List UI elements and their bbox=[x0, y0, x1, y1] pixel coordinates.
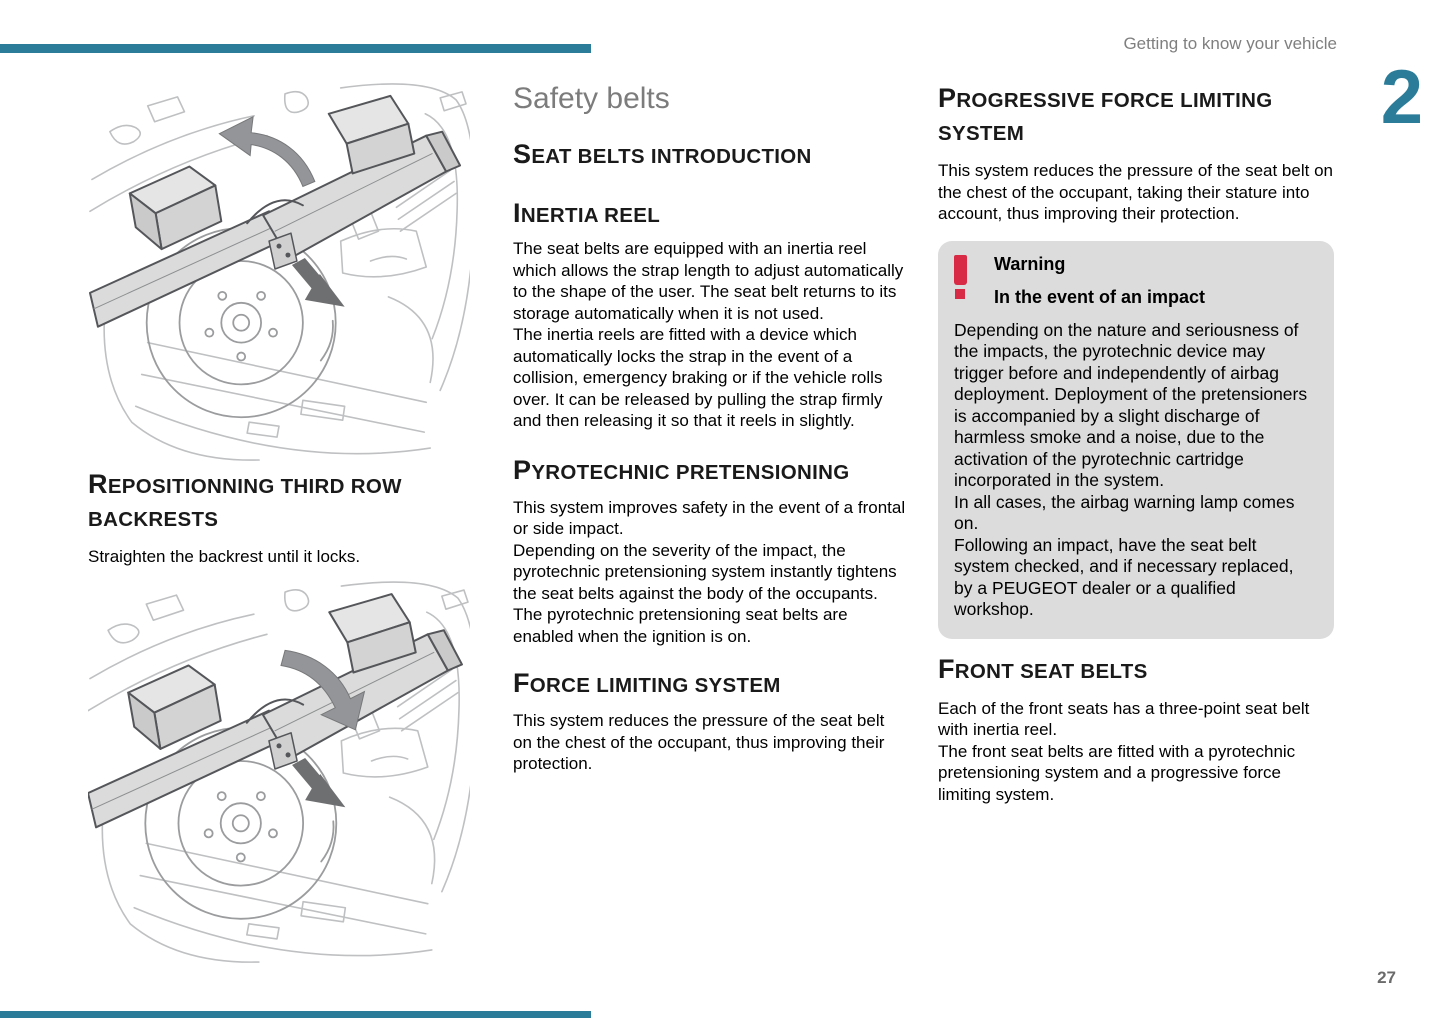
pyro-paragraph: This system improves safety in the event… bbox=[513, 497, 906, 539]
bottom-accent-bar bbox=[0, 1011, 591, 1018]
warning-paragraph: Following an impact, have the seat belt … bbox=[954, 534, 1294, 620]
middle-column: Safety belts Seat belts introduction Ine… bbox=[513, 82, 907, 775]
front-paragraph: Each of the front seats has a three-poin… bbox=[938, 698, 1310, 740]
warning-paragraph: Depending on the nature and seriousness … bbox=[954, 319, 1308, 491]
illustration-backrest-fold bbox=[88, 82, 470, 462]
heading-progressive-force-limiting: Progressive force limiting system bbox=[938, 83, 1273, 145]
left-instruction: Straighten the backrest until it locks. bbox=[88, 547, 361, 566]
heading-pyrotechnic-pretensioning: Pyrotechnic pretensioning bbox=[513, 454, 850, 485]
rotate-down-arrow-icon bbox=[280, 649, 366, 731]
right-column: Progressive force limiting system This s… bbox=[938, 82, 1334, 805]
warning-box: Warning In the event of an impact Depend… bbox=[938, 240, 1334, 639]
heading-front-seat-belts: Front seat belts bbox=[938, 653, 1148, 684]
pyro-paragraph: The pyrotechnic pretensioning seat belts… bbox=[513, 605, 848, 646]
top-accent-bar bbox=[0, 44, 591, 53]
heading-seat-belts-introduction: Seat belts introduction bbox=[513, 139, 812, 169]
chapter-number: 2 bbox=[1380, 55, 1423, 140]
warning-paragraph: In all cases, the airbag warning lamp co… bbox=[954, 491, 1295, 534]
heading-force-limiting-system: Force limiting system bbox=[513, 668, 781, 698]
heading-inertia-reel: Inertia reel bbox=[513, 198, 661, 228]
illustration-backrest-straighten bbox=[88, 581, 470, 964]
pyro-paragraph: Depending on the severity of the impact,… bbox=[513, 540, 897, 603]
force-paragraph: This system reduces the pressure of the … bbox=[513, 711, 885, 773]
chapter-breadcrumb: Getting to know your vehicle bbox=[1123, 34, 1337, 53]
rotate-up-arrow-icon bbox=[218, 115, 316, 188]
exclamation-icon bbox=[954, 254, 970, 299]
inertia-paragraph: The inertia reels are fitted with a devi… bbox=[513, 325, 883, 430]
warning-title: Warning bbox=[994, 253, 1066, 274]
progressive-paragraph: This system reduces the pressure of the … bbox=[938, 161, 1333, 223]
left-section-heading: Repositionning third row backrests bbox=[88, 469, 402, 531]
inertia-paragraph: The seat belts are equipped with an iner… bbox=[513, 239, 904, 323]
page-number: 27 bbox=[1377, 968, 1396, 987]
warning-subtitle: In the event of an impact bbox=[994, 286, 1206, 307]
page-title: Safety belts bbox=[513, 82, 670, 115]
front-paragraph: The front seat belts are fitted with a p… bbox=[938, 741, 1296, 804]
